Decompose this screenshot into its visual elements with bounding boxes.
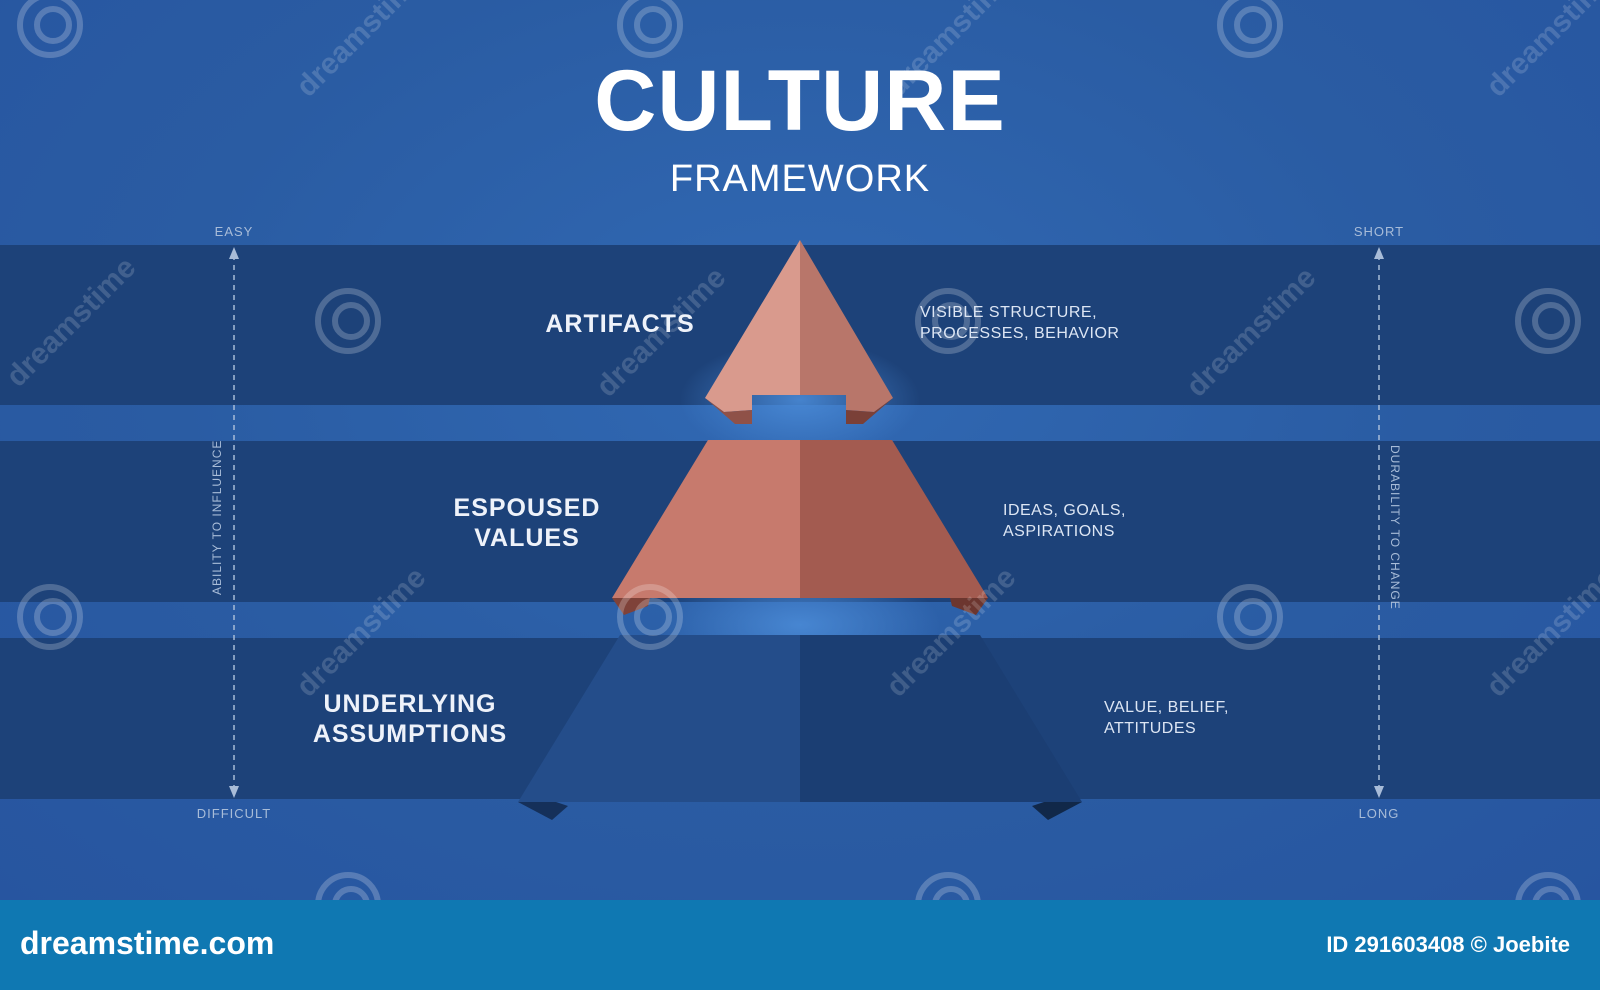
arrow-up-icon — [1374, 247, 1384, 259]
spiral-logo-icon — [915, 872, 981, 900]
level-description-espoused-values: IDEAS, GOALS, ASPIRATIONS — [1003, 500, 1126, 542]
footer-brand: dreamstime.com — [20, 925, 275, 961]
spiral-logo-icon — [1532, 302, 1570, 340]
spiral-logo-icon — [617, 0, 683, 58]
spiral-logo-icon — [634, 598, 672, 636]
spiral-logo-icon — [34, 598, 72, 636]
spiral-logo-icon — [1217, 0, 1283, 58]
level-description-underlying-assumptions: VALUE, BELIEF, ATTITUDES — [1104, 697, 1229, 739]
spiral-logo-icon — [1532, 886, 1570, 900]
arrow-up-icon — [229, 247, 239, 259]
page-title: CULTURE — [594, 53, 1006, 149]
spiral-logo-icon — [34, 6, 72, 44]
left-axis-top-label: EASY — [214, 224, 254, 239]
spiral-logo-icon — [932, 886, 970, 900]
spiral-logo-icon — [17, 0, 83, 58]
arrow-down-icon — [229, 786, 239, 798]
level-label-line: ESPOUSED — [453, 494, 601, 522]
level-label-line: ASSUMPTIONS — [312, 720, 508, 748]
spiral-logo-icon — [1515, 288, 1581, 354]
description-line: VISIBLE STRUCTURE, — [920, 304, 1098, 321]
level-label-espoused-values: ESPOUSED VALUES — [427, 493, 627, 553]
pyramid-tier-espoused-values — [612, 440, 988, 615]
spiral-logo-icon — [915, 288, 981, 354]
left-axis — [229, 247, 239, 798]
left-axis-title: ABILITY TO INFLUENCE — [210, 439, 224, 595]
footer-bar: dreamstime.com ID 291603408 © Joebite — [0, 900, 1600, 990]
level-label-underlying-assumptions: UNDERLYING ASSUMPTIONS — [290, 689, 530, 749]
watermark-logos — [17, 0, 1581, 900]
spiral-logo-icon — [17, 584, 83, 650]
pyramid-tier-underlying-assumptions — [518, 635, 1082, 820]
right-axis-title: DURABILITY TO CHANGE — [1388, 445, 1402, 610]
spiral-logo-icon — [932, 302, 970, 340]
arrow-down-icon — [1374, 786, 1384, 798]
description-line: ASPIRATIONS — [1003, 523, 1115, 540]
level-description-artifacts: VISIBLE STRUCTURE, PROCESSES, BEHAVIOR — [920, 302, 1119, 344]
left-axis-bottom-label: DIFFICULT — [196, 806, 272, 821]
description-line: IDEAS, GOALS, — [1003, 502, 1126, 519]
spiral-logo-icon — [332, 302, 370, 340]
level-label-artifacts: ARTIFACTS — [520, 309, 720, 339]
page-subtitle: FRAMEWORK — [669, 158, 931, 200]
spiral-logo-icon — [1234, 6, 1272, 44]
description-line: PROCESSES, BEHAVIOR — [920, 325, 1120, 342]
right-axis-bottom-label: LONG — [1358, 806, 1400, 821]
right-axis-top-label: SHORT — [1353, 224, 1405, 239]
footer-credit: ID 291603408 © Joebite — [1326, 932, 1570, 957]
right-axis — [1374, 247, 1384, 798]
level-label-line: ARTIFACTS — [545, 310, 695, 338]
infographic-canvas: CULTURE FRAMEWORK ARTIFACTS ESPOUSED VAL… — [0, 0, 1600, 900]
spiral-logo-icon — [1234, 598, 1272, 636]
description-line: VALUE, BELIEF, — [1104, 699, 1229, 716]
level-label-line: VALUES — [474, 524, 580, 552]
spiral-logo-icon — [617, 584, 683, 650]
spiral-logo-icon — [315, 288, 381, 354]
pyramid-tier-artifacts — [705, 240, 893, 424]
spiral-logo-icon — [1217, 584, 1283, 650]
spiral-logo-icon — [1515, 872, 1581, 900]
description-line: ATTITUDES — [1104, 720, 1197, 737]
spiral-logo-icon — [332, 886, 370, 900]
spiral-logo-icon — [315, 872, 381, 900]
pyramid-diagram — [17, 0, 1581, 900]
level-label-line: UNDERLYING — [323, 690, 497, 718]
spiral-logo-icon — [634, 6, 672, 44]
